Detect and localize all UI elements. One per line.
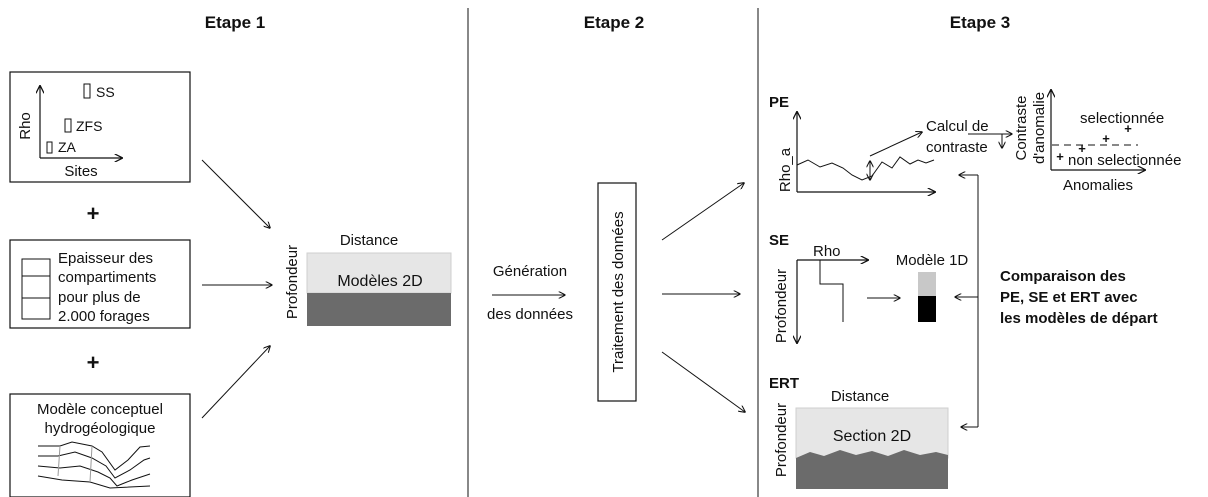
processing-box: Traitement des données xyxy=(597,182,637,402)
contrast-ylabel-1: Contraste xyxy=(1013,95,1030,160)
za-label: ZA xyxy=(58,139,77,155)
se-profile xyxy=(819,260,844,322)
header-etape-1: Etape 1 xyxy=(205,13,265,32)
comparison-bracket xyxy=(955,175,979,427)
boreholes-text-1: Epaisseur des xyxy=(58,250,153,267)
arrow-to-calc xyxy=(869,132,922,157)
ert-panel: ERT Distance Profondeur Section 2D xyxy=(769,375,949,489)
comparison-text-1: Comparaison des xyxy=(1000,268,1126,285)
za-marker xyxy=(46,141,53,154)
contrast-ylabel-2: d'anomalie xyxy=(1031,92,1048,164)
generation-label-1: Génération xyxy=(493,263,567,280)
model1d-top xyxy=(918,272,936,296)
generation-label-2: des données xyxy=(487,306,573,323)
point-1: + xyxy=(1056,149,1064,164)
ert-bottom-layer xyxy=(796,450,948,489)
boreholes-text-3: pour plus de xyxy=(58,289,141,306)
ss-marker xyxy=(83,83,91,99)
point-2: + xyxy=(1078,141,1086,156)
conceptual-model-text-1: Modèle conceptuel xyxy=(37,401,163,418)
selected-label: selectionnée xyxy=(1080,110,1164,127)
plus-sign-2: + xyxy=(87,350,100,375)
sites-axis-label: Sites xyxy=(64,163,97,180)
cross-section-sketch xyxy=(37,441,151,489)
comparison-text-2: PE, SE et ERT avec xyxy=(1000,289,1138,306)
rho-a-label: Rho_a xyxy=(777,147,794,192)
header-etape-2: Etape 2 xyxy=(584,13,644,32)
boreholes-box: Epaisseur des compartiments pour plus de… xyxy=(9,239,191,329)
calc-label-2: contraste xyxy=(926,139,988,156)
arrow-chart-to-models xyxy=(201,159,270,228)
rho-sites-chart: Rho Sites SS ZFS ZA xyxy=(9,71,191,183)
models-2d-depth-label: Profondeur xyxy=(284,245,301,319)
processing-label: Traitement des données xyxy=(610,211,627,372)
se-depth-label: Profondeur xyxy=(773,269,790,343)
models-2d-bottom-layer xyxy=(307,293,451,326)
rho-axis-label: Rho xyxy=(17,112,34,140)
arrow-concept-to-models xyxy=(201,346,270,419)
zfs-marker xyxy=(64,118,72,133)
models-2d: Profondeur Distance Modèles 2D xyxy=(284,232,452,326)
not-selected-label: non selectionnée xyxy=(1068,152,1181,169)
se-panel: SE Profondeur Rho Modèle 1D xyxy=(769,232,968,343)
comparison-text-3: les modèles de départ xyxy=(1000,310,1158,327)
pe-panel: PE Rho_a Calcul de contraste xyxy=(769,94,1012,192)
arrow-to-pe xyxy=(661,183,744,241)
se-rho-label: Rho xyxy=(813,243,841,260)
header-etape-3: Etape 3 xyxy=(950,13,1010,32)
models-2d-label: Modèles 2D xyxy=(337,273,422,290)
arrow-to-ert xyxy=(661,351,745,412)
models-2d-distance-label: Distance xyxy=(340,232,398,249)
calc-label-1: Calcul de xyxy=(926,118,989,135)
model1d-bottom xyxy=(918,296,936,322)
model1d-label: Modèle 1D xyxy=(896,252,969,269)
ert-tag: ERT xyxy=(769,375,799,392)
ert-distance-label: Distance xyxy=(831,388,889,405)
boreholes-text-4: 2.000 forages xyxy=(58,308,150,325)
conceptual-model-box: Modèle conceptuel hydrogéologique xyxy=(9,393,191,497)
section-2d-label: Section 2D xyxy=(833,428,911,445)
boreholes-text-2: compartiments xyxy=(58,269,156,286)
conceptual-model-text-2: hydrogéologique xyxy=(45,420,156,437)
anomalies-label: Anomalies xyxy=(1063,177,1133,194)
point-4: + xyxy=(1124,121,1132,136)
contrast-chart: Contraste d'anomalie selectionnée non se… xyxy=(1013,90,1181,194)
plus-sign-1: + xyxy=(87,201,100,226)
ert-depth-label: Profondeur xyxy=(773,403,790,477)
ss-label: SS xyxy=(96,84,115,100)
zfs-label: ZFS xyxy=(76,118,102,134)
pe-profile-curve xyxy=(796,156,935,181)
models-2d-top-layer xyxy=(306,252,452,294)
pe-tag: PE xyxy=(769,94,789,111)
point-3: + xyxy=(1102,131,1110,146)
se-tag: SE xyxy=(769,232,789,249)
